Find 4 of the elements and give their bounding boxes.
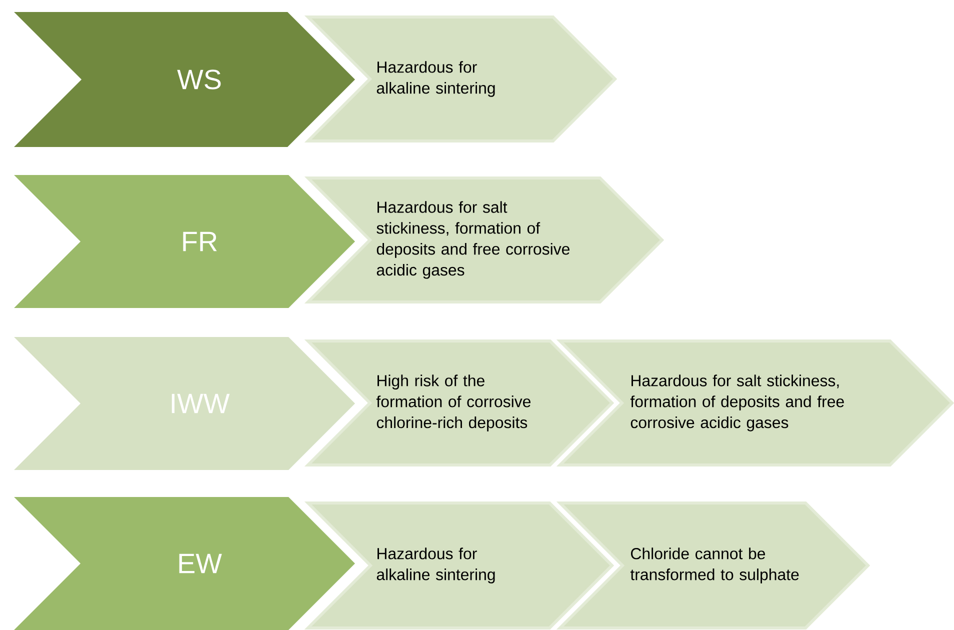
node-label: IWW bbox=[172, 394, 230, 414]
node-label: Hazardous for salt stickiness, formation of deposits and free corrosive acidic gases bbox=[630, 374, 844, 432]
node-label: Chloride cannot be transformed to sulphate bbox=[630, 548, 799, 584]
node-label: Hazardous for alkaline sintering bbox=[376, 548, 495, 584]
